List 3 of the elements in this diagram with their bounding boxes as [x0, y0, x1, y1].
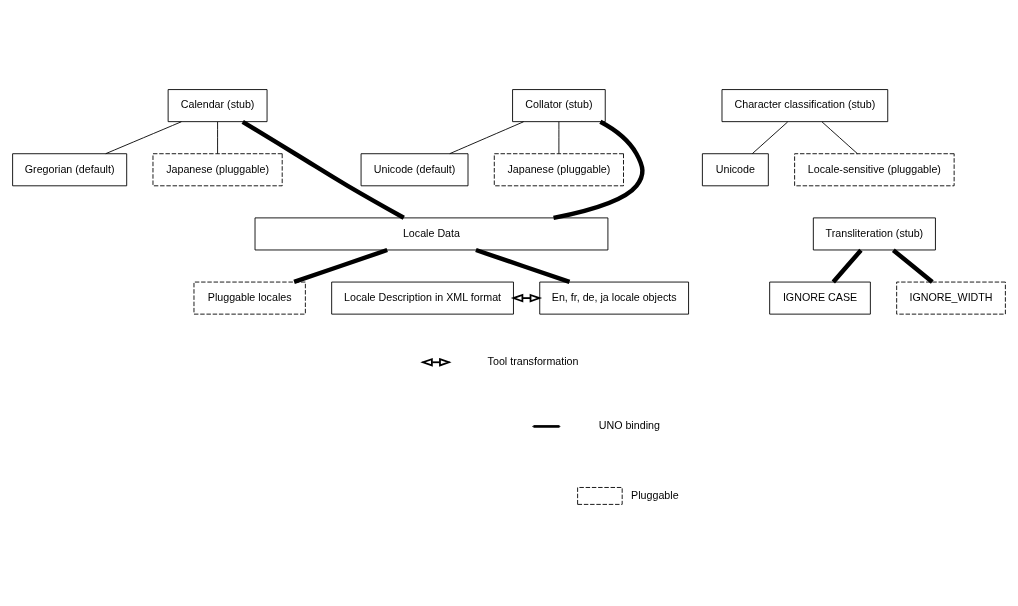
legend-label: Tool transformation: [487, 355, 579, 368]
legend-label: UNO binding: [598, 419, 660, 432]
legend-label: Pluggable: [631, 488, 679, 501]
